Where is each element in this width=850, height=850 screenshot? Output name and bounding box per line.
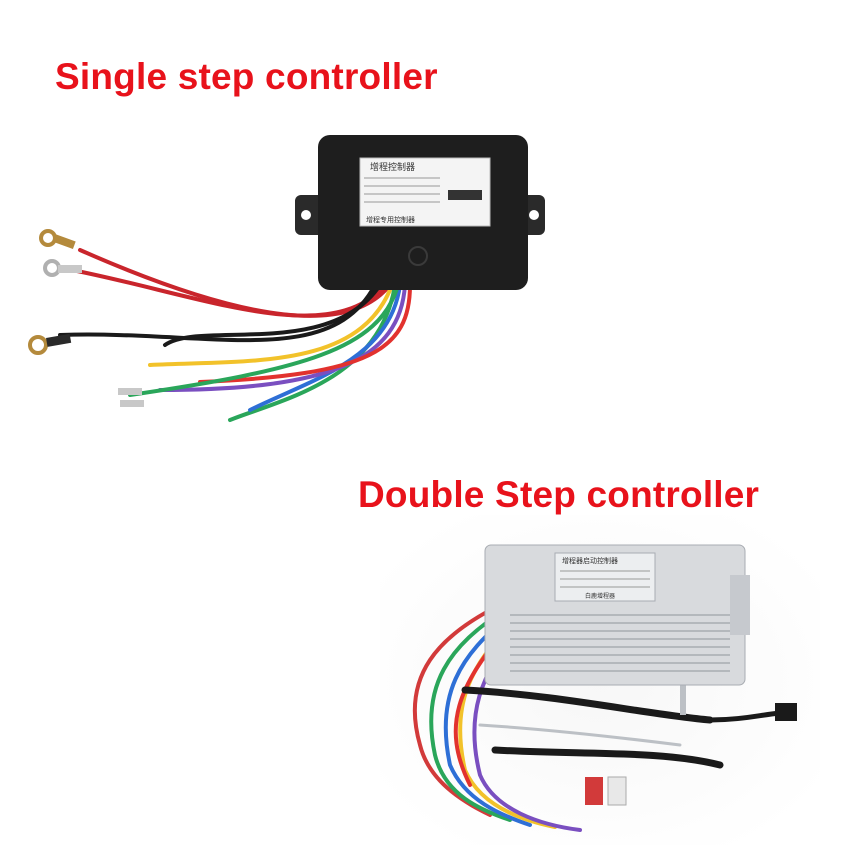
embossed-logo <box>408 246 428 266</box>
green-wire <box>228 283 397 422</box>
red-connector <box>585 777 603 805</box>
spec-label-title: 增程控制器 <box>370 161 415 173</box>
pin-terminal-2 <box>120 400 144 407</box>
mount-hole-left <box>301 210 311 220</box>
spec-label-title: 增程器启动控制器 <box>562 556 618 565</box>
spec-label <box>554 552 656 602</box>
black-cable-end <box>707 710 783 723</box>
pin-terminal-1 <box>118 388 142 395</box>
spec-label-footer: 增程专用控制器 <box>366 215 415 224</box>
double-step-controller-photo: 增程器启动控制器 白鹿增程器 <box>380 515 820 845</box>
barcode <box>448 190 482 200</box>
terminal-sleeve-1 <box>52 234 76 250</box>
white-connector <box>607 776 627 806</box>
green-wire <box>429 608 512 822</box>
black-cable <box>461 686 714 724</box>
spec-label-footer: 白鹿增程器 <box>585 592 615 600</box>
red-wire-3 <box>198 283 412 384</box>
ring-terminal-3 <box>28 335 48 355</box>
black-connector <box>775 703 797 721</box>
blue-wire <box>443 613 532 827</box>
mount-flange-right <box>730 575 750 635</box>
grey-probe <box>680 685 686 715</box>
black-wire-2 <box>58 283 377 343</box>
ring-terminal-2 <box>43 259 61 277</box>
red-wire <box>412 603 502 817</box>
double-step-caption: Double Step controller <box>358 474 760 515</box>
grey-wire <box>478 723 682 747</box>
terminal-sleeve-2 <box>58 265 82 273</box>
yellow-wire <box>148 283 394 367</box>
silver-controller-housing: 增程器启动控制器 白鹿增程器 <box>484 544 750 686</box>
green-wire-2 <box>128 283 400 397</box>
single-step-caption: Single step controller <box>55 56 438 97</box>
ring-terminal-1 <box>39 229 57 247</box>
single-step-controller-photo: 增程控制器 增程专用控制器 <box>28 135 545 422</box>
ring-terminals <box>28 229 144 407</box>
mount-hole-right <box>529 210 539 220</box>
black-controller-housing: 增程控制器 增程专用控制器 <box>295 135 545 290</box>
black-cable-2 <box>491 746 724 769</box>
terminal-sleeve-3 <box>46 333 72 347</box>
